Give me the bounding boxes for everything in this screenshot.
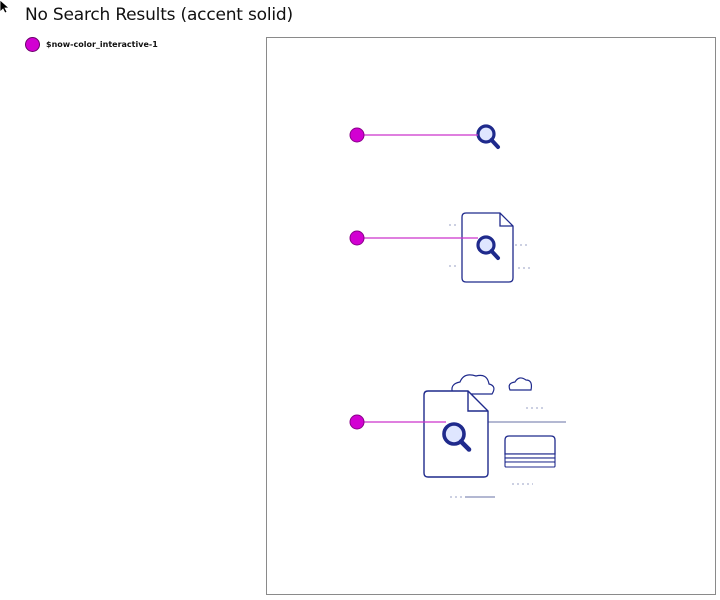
cloud-small-icon [508,377,533,391]
magnifier-icon [476,124,500,149]
cloud-icon [451,374,495,395]
dash-marks [449,224,531,269]
illustration-magnifier-only [349,124,500,149]
legend-label: $now-color_interactive-1 [46,40,158,49]
server-stack-icon [504,435,556,468]
dash-marks [450,407,543,498]
accent-callout-dot [349,414,365,430]
accent-callout-dot [349,230,365,246]
legend: $now-color_interactive-1 [25,37,158,52]
mouse-pointer-icon [0,0,10,14]
magnifier-icon [442,422,472,452]
illustration-cloud-document-search [349,374,566,498]
accent-callout-dot [349,127,365,143]
accent-color-swatch [25,37,40,52]
page-title: No Search Results (accent solid) [25,5,293,25]
illustration-document-search [349,212,531,283]
magnifier-icon [476,235,500,260]
